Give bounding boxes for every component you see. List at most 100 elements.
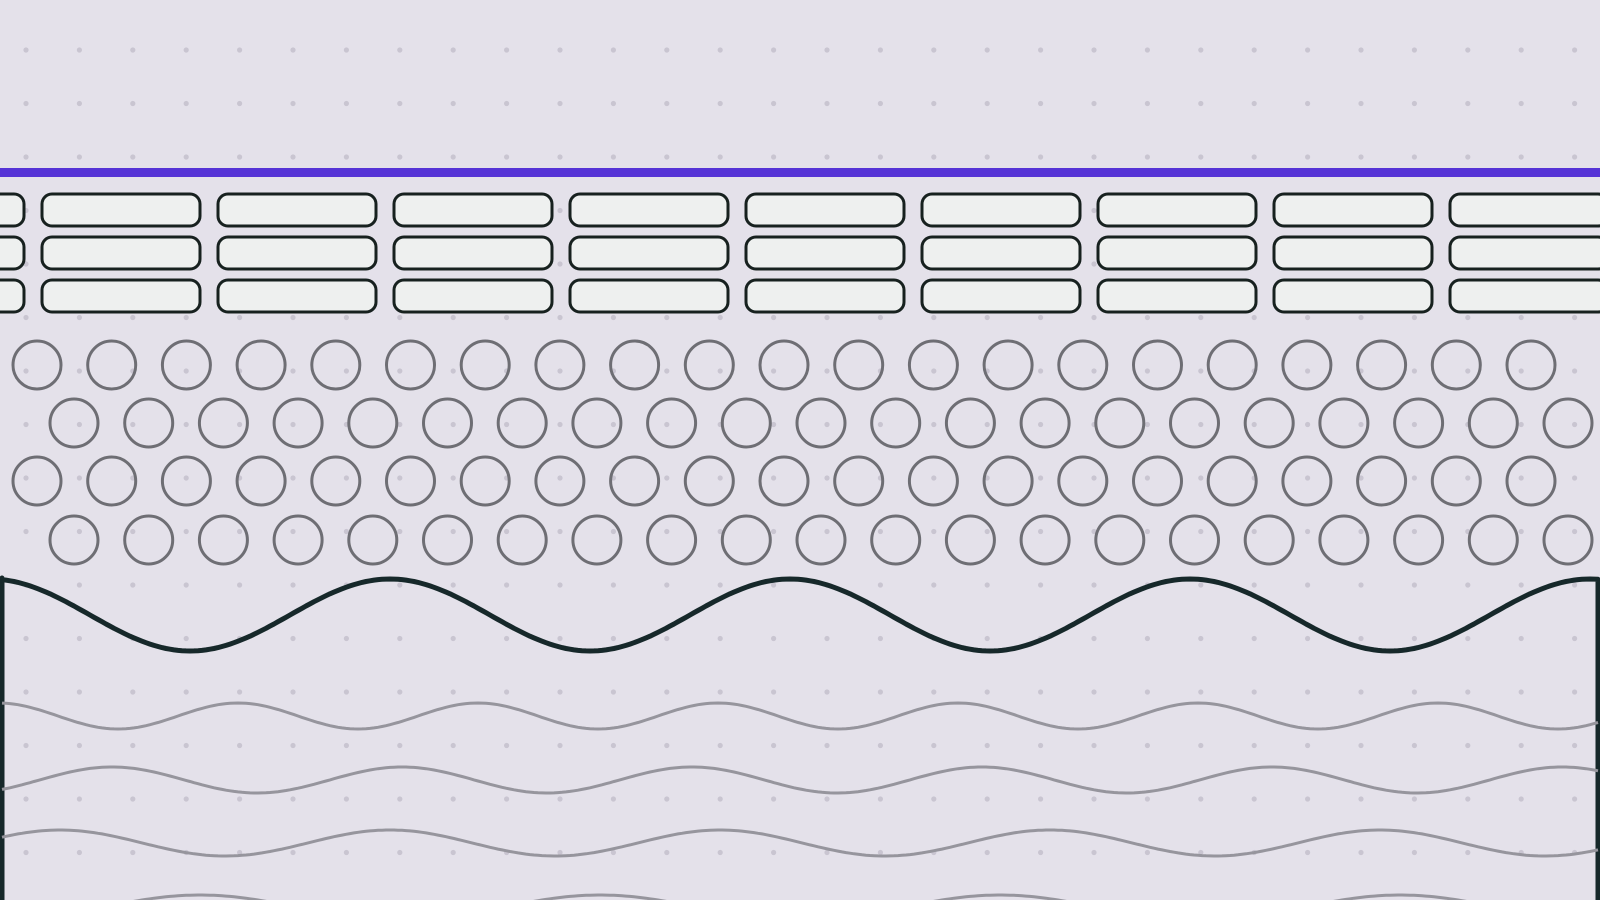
circle-cell <box>1132 455 1183 507</box>
grid-dot <box>1411 314 1417 321</box>
brick <box>920 192 1082 228</box>
grid-dot <box>1198 796 1204 802</box>
grid-dot <box>771 314 777 321</box>
grid-dot <box>610 635 617 642</box>
circle-cell <box>1542 514 1594 566</box>
grid-dot <box>397 849 403 856</box>
grid-dot <box>1144 796 1150 802</box>
circle-cell <box>1281 339 1333 391</box>
grid-dot <box>1038 742 1044 749</box>
grid-dot <box>824 368 830 374</box>
circle-cell <box>496 397 548 449</box>
grid-dot <box>931 154 937 160</box>
circle-cell <box>795 397 847 449</box>
grid-dot <box>397 154 403 160</box>
grid-dot <box>664 689 670 695</box>
bold-wave-surface <box>0 575 1600 900</box>
grid-dot <box>877 100 884 107</box>
circle-cell <box>907 455 959 507</box>
grid-dot <box>397 796 403 802</box>
circle-cell <box>160 339 212 391</box>
circle-cell <box>310 455 362 507</box>
grid-dot <box>1465 742 1471 749</box>
grid-dot <box>1572 528 1578 535</box>
grid-dot <box>1144 47 1150 53</box>
grid-dot <box>824 635 830 642</box>
grid-dot <box>664 742 670 749</box>
grid-dot <box>1091 742 1097 749</box>
grid-dot <box>1038 689 1044 695</box>
brick <box>1272 192 1434 228</box>
circle-cell <box>86 339 138 391</box>
brick <box>744 278 906 314</box>
grid-dot <box>76 582 82 588</box>
grid-dot <box>877 849 884 856</box>
grid-dot <box>824 314 830 321</box>
grid-dot <box>450 47 456 53</box>
grid-dot <box>504 742 510 749</box>
grid-dot <box>343 154 349 160</box>
circle-cell <box>982 455 1034 507</box>
grid-dot <box>771 368 777 374</box>
grid-dot <box>450 689 456 695</box>
grid-dot <box>717 635 723 642</box>
grid-dot <box>771 421 777 428</box>
grid-dot <box>1038 154 1044 160</box>
brick <box>1448 278 1600 314</box>
circle-cell <box>609 455 661 507</box>
circle-cell <box>982 339 1034 391</box>
grid-dot <box>984 100 990 107</box>
circle-cell <box>385 339 436 391</box>
grid-dot <box>504 528 510 535</box>
brick <box>392 192 554 228</box>
grid-dot <box>1572 689 1578 695</box>
grid-dot <box>1198 582 1204 588</box>
grid-dot <box>237 796 243 802</box>
grid-dot <box>610 421 617 428</box>
grid-dot <box>1572 47 1578 53</box>
circle-cell <box>683 455 735 507</box>
grid-dot <box>1465 314 1471 321</box>
grid-dot <box>557 314 563 321</box>
grid-dot <box>1251 314 1257 321</box>
circle-cell <box>646 397 698 449</box>
grid-dot <box>1572 475 1578 481</box>
grid-dot <box>76 689 82 695</box>
brick <box>0 192 26 228</box>
grid-dot <box>1572 314 1578 321</box>
circle-cell <box>1019 397 1071 449</box>
brick <box>1096 235 1258 271</box>
grid-dot <box>1465 100 1471 107</box>
grid-dot <box>23 796 29 802</box>
grid-dot <box>290 314 296 321</box>
grid-dot <box>1038 796 1044 802</box>
circle-cell <box>720 514 772 566</box>
grid-dot <box>771 528 777 535</box>
grid-dot <box>450 100 456 107</box>
brick <box>1272 278 1434 314</box>
circle-cell <box>534 455 586 507</box>
grid-dot <box>984 849 990 856</box>
circle-cell <box>1467 514 1519 566</box>
grid-dot <box>183 582 189 588</box>
grid-dot <box>23 154 29 160</box>
grid-dot <box>824 47 830 53</box>
circle-cell <box>758 339 810 391</box>
brick <box>216 235 378 271</box>
grid-dot <box>931 368 937 374</box>
brick <box>568 278 730 314</box>
grid-dot <box>771 582 777 588</box>
grid-dot <box>1358 796 1364 802</box>
grid-dot <box>1198 635 1204 642</box>
grid-dot <box>130 154 136 160</box>
circle-cell <box>1169 514 1220 566</box>
grid-dot <box>1091 47 1097 53</box>
grid-dot <box>237 100 243 107</box>
grid-dot <box>664 421 670 428</box>
grid-dot <box>1198 475 1204 481</box>
grid-dot <box>237 582 243 588</box>
grid-dot <box>130 849 136 856</box>
grid-dot <box>610 314 617 321</box>
grid-dot <box>1411 47 1417 53</box>
